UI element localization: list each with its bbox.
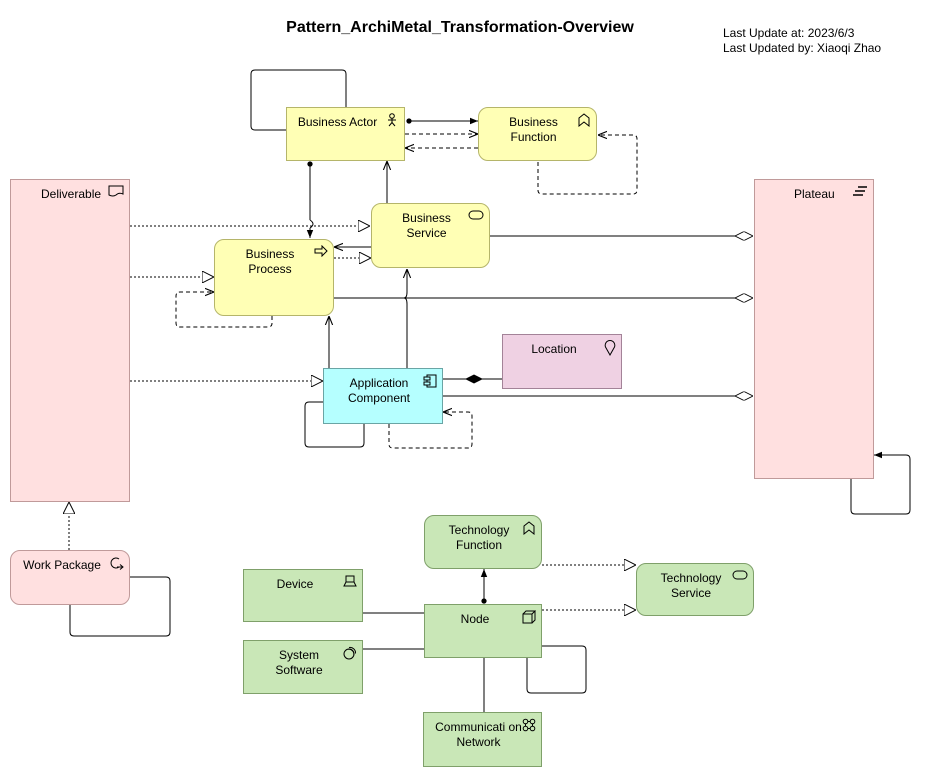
deliverable-element[interactable]: Deliverable — [10, 179, 130, 502]
function-icon — [523, 521, 535, 535]
business-actor-element[interactable]: Business Actor — [286, 107, 405, 161]
technology-service-element[interactable]: Technology Service — [636, 563, 754, 616]
service-icon — [468, 210, 484, 220]
device-label: Device — [276, 577, 314, 591]
function-icon — [578, 113, 590, 127]
last-updated-by: Last Updated by: Xiaoqi Zhao — [723, 41, 882, 55]
location-element[interactable]: Location — [502, 334, 622, 389]
device-element[interactable]: Device — [243, 569, 363, 622]
actor-icon — [388, 113, 396, 127]
plateau-element[interactable]: Plateau — [754, 179, 874, 479]
service-icon — [732, 570, 748, 580]
business-actor-label: Business Actor — [297, 115, 378, 129]
deliverable-label: Deliverable — [41, 187, 102, 201]
plateau-label: Plateau — [794, 187, 835, 201]
communication-network-label: Communicati on Network — [435, 720, 522, 749]
deliverable-icon — [108, 185, 124, 197]
node-label: Node — [460, 612, 490, 626]
system-software-element[interactable]: System Software — [243, 640, 363, 694]
technology-function-label: Technology Function — [448, 523, 510, 552]
business-function-label: Business Function — [509, 115, 558, 144]
technology-function-element[interactable]: Technology Function — [424, 515, 542, 569]
business-function-element[interactable]: Business Function — [478, 107, 597, 161]
process-arrow-icon — [314, 245, 328, 257]
plateau-icon — [853, 186, 867, 196]
work-package-element[interactable]: Work Package — [10, 550, 130, 605]
location-label: Location — [531, 342, 577, 356]
business-service-element[interactable]: Business Service — [371, 203, 490, 268]
work-package-label: Work Package — [23, 558, 101, 572]
application-component-element[interactable]: Application Component — [323, 368, 443, 424]
diagram-title: Pattern_ArchiMetal_Transformation-Overvi… — [286, 19, 634, 36]
work-package-icon — [110, 557, 124, 570]
business-service-label: Business Service — [402, 211, 451, 240]
network-icon — [522, 718, 536, 732]
system-software-label: System Software — [275, 648, 323, 677]
device-icon — [343, 575, 357, 587]
communication-network-element[interactable]: Communicati on Network — [423, 712, 542, 767]
node-icon — [522, 610, 536, 624]
technology-service-label: Technology Service — [660, 571, 722, 600]
component-icon — [423, 374, 437, 388]
business-process-element[interactable]: Business Process — [214, 239, 334, 316]
system-software-icon — [343, 646, 357, 660]
business-process-label: Business Process — [245, 247, 295, 276]
application-component-label: Application Component — [347, 376, 411, 405]
node-element[interactable]: Node — [424, 604, 542, 658]
location-pin-icon — [604, 340, 616, 356]
last-update-date: Last Update at: 2023/6/3 — [723, 26, 855, 40]
